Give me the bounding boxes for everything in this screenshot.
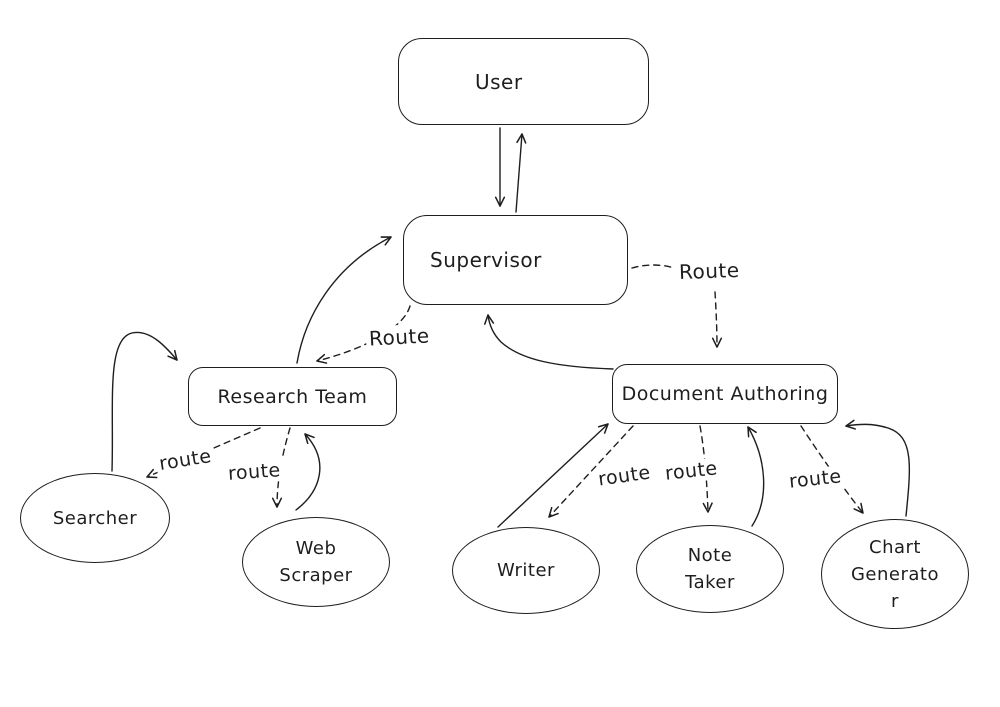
node-searcher[interactable]: Searcher <box>20 473 170 563</box>
note-taker-line-2: Taker <box>685 572 735 593</box>
node-chart-generator-label: Chart Generato r <box>851 534 939 615</box>
edge-label-supervisor-to-research-team: Route <box>365 323 434 351</box>
node-note-taker-label: Note Taker <box>685 542 735 596</box>
arrow-document-authoring-to-supervisor[interactable] <box>484 314 614 370</box>
node-web-scraper[interactable]: Web Scraper <box>242 517 390 607</box>
node-writer[interactable]: Writer <box>452 527 600 614</box>
node-user-label: User <box>475 69 523 94</box>
chart-generator-line-3: r <box>891 590 899 612</box>
arrow-research-team-to-supervisor[interactable] <box>296 236 392 364</box>
node-supervisor[interactable]: Supervisor <box>403 215 628 305</box>
node-user[interactable]: User <box>398 38 649 125</box>
web-scraper-line-2: Scraper <box>279 565 353 586</box>
arrow-searcher-to-research-team[interactable] <box>111 331 178 472</box>
node-document-authoring[interactable]: Document Authoring <box>612 364 838 424</box>
node-note-taker[interactable]: Note Taker <box>636 525 784 613</box>
arrow-web-scraper-to-research-team[interactable] <box>295 433 321 511</box>
edge-label-research-team-to-web-scraper: route <box>224 458 285 486</box>
node-writer-label: Writer <box>497 560 555 581</box>
arrow-document-authoring-to-writer[interactable] <box>548 425 634 518</box>
node-document-authoring-label: Document Authoring <box>621 383 829 405</box>
node-supervisor-label: Supervisor <box>430 248 542 272</box>
arrow-supervisor-to-document-authoring[interactable] <box>711 291 723 348</box>
arrow-supervisor-to-document-authoring-lead[interactable] <box>631 264 675 269</box>
arrow-supervisor-to-user[interactable] <box>515 133 527 213</box>
arrow-note-taker-to-document-authoring[interactable] <box>747 426 765 527</box>
node-research-team[interactable]: Research Team <box>188 367 397 426</box>
node-searcher-label: Searcher <box>52 507 138 529</box>
chart-generator-line-2: Generato <box>850 563 939 585</box>
node-web-scraper-label: Web Scraper <box>279 535 352 589</box>
node-research-team-label: Research Team <box>217 385 368 408</box>
note-taker-line-1: Note <box>687 545 733 566</box>
node-chart-generator[interactable]: Chart Generato r <box>821 519 969 629</box>
arrow-document-authoring-to-chart-generator[interactable] <box>800 425 864 514</box>
web-scraper-line-1: Web <box>295 538 337 559</box>
arrow-document-authoring-to-note-taker[interactable] <box>699 425 713 513</box>
edge-label-supervisor-to-document-authoring: Route <box>675 257 743 285</box>
arrow-writer-to-document-authoring[interactable] <box>497 423 609 528</box>
chart-generator-line-1: Chart <box>869 536 921 558</box>
arrow-chart-generator-to-document-authoring[interactable] <box>845 419 911 517</box>
